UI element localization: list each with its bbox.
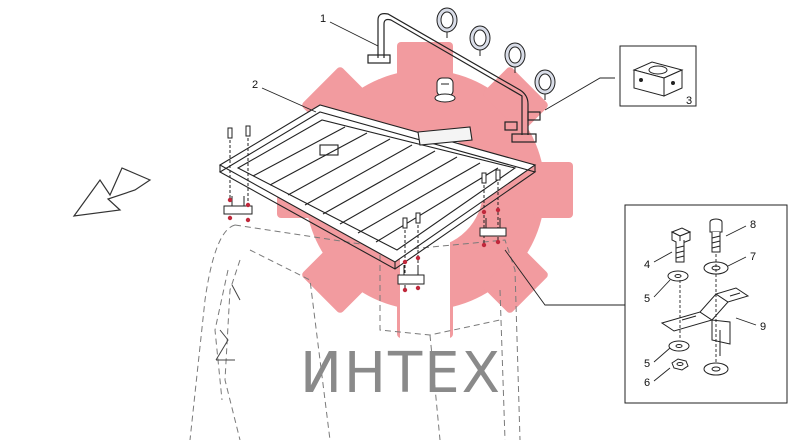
callout-8: 8 xyxy=(750,219,756,231)
callout-9: 9 xyxy=(760,321,766,333)
leader-lines xyxy=(261,21,625,306)
door-hinge-mark xyxy=(215,284,241,361)
roof-rack xyxy=(218,104,537,270)
callout-5-lower: 5 xyxy=(644,358,650,370)
detail-box-hardware xyxy=(624,204,788,404)
beacon-icon xyxy=(434,77,456,103)
callout-7: 7 xyxy=(750,251,756,263)
callout-4: 4 xyxy=(644,259,650,271)
watermark-text: ИНТЕХ xyxy=(300,341,502,406)
callout-3: 3 xyxy=(686,95,692,107)
detail-leaders xyxy=(653,225,757,382)
light-bar-frame xyxy=(367,13,541,143)
work-light-icon xyxy=(436,7,556,100)
arrow-left-down-icon xyxy=(72,167,152,217)
callout-6: 6 xyxy=(644,377,650,389)
callout-5-upper: 5 xyxy=(644,293,650,305)
socket-screw-8 xyxy=(709,218,723,253)
bracket-9 xyxy=(660,287,750,356)
callout-2: 2 xyxy=(252,79,258,91)
nut-markers xyxy=(227,197,501,293)
callout-1: 1 xyxy=(320,13,326,25)
washer-icons xyxy=(667,261,729,376)
detail-box-clamp xyxy=(619,45,697,107)
bolt-4 xyxy=(670,227,692,263)
nut-6 xyxy=(671,358,689,371)
